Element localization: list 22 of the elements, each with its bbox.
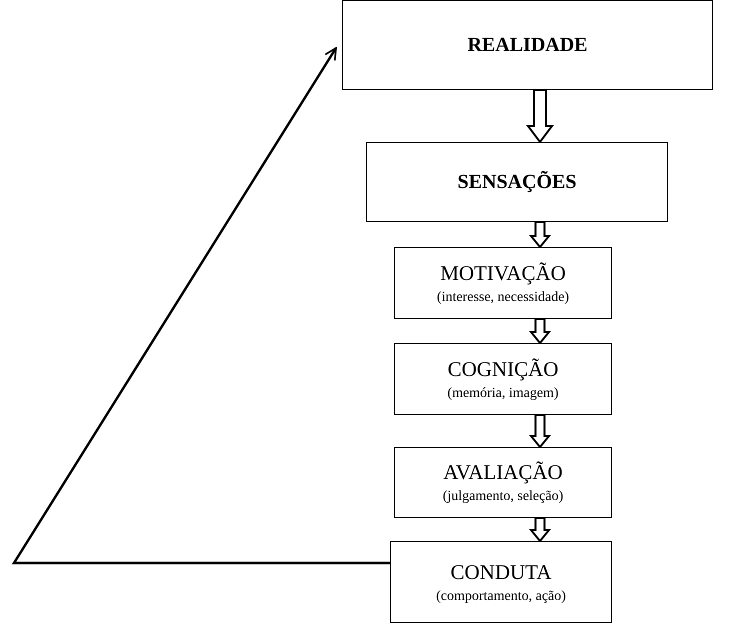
block-arrow — [528, 414, 552, 449]
stage-subtitle: (memória, imagem) — [447, 386, 559, 402]
process-box — [366, 142, 668, 222]
process-box — [342, 0, 713, 90]
block-arrow — [526, 89, 554, 144]
block-arrow — [528, 221, 552, 249]
stage-title: AVALIAÇÃO — [443, 460, 563, 485]
process-box — [394, 247, 612, 319]
stage-title: CONDUTA — [450, 560, 552, 584]
stage-title: MOTIVAÇÃO — [440, 260, 566, 286]
stage-title: SENSAÇÕES — [458, 170, 576, 194]
process-box — [394, 447, 612, 518]
stage-subtitle: (interesse, necessidade) — [436, 290, 570, 306]
block-arrow — [528, 318, 552, 345]
stage-subtitle: (julgamento, seleção) — [442, 489, 564, 505]
stage-title: COGNIÇÃO — [448, 356, 558, 382]
block-arrow — [528, 517, 552, 543]
feedback-arrow — [12, 47, 390, 564]
stage-title: REALIDADE — [467, 34, 588, 56]
stage-subtitle: (comportamento, ação) — [436, 588, 566, 604]
process-box — [390, 541, 612, 623]
process-box — [394, 343, 612, 415]
